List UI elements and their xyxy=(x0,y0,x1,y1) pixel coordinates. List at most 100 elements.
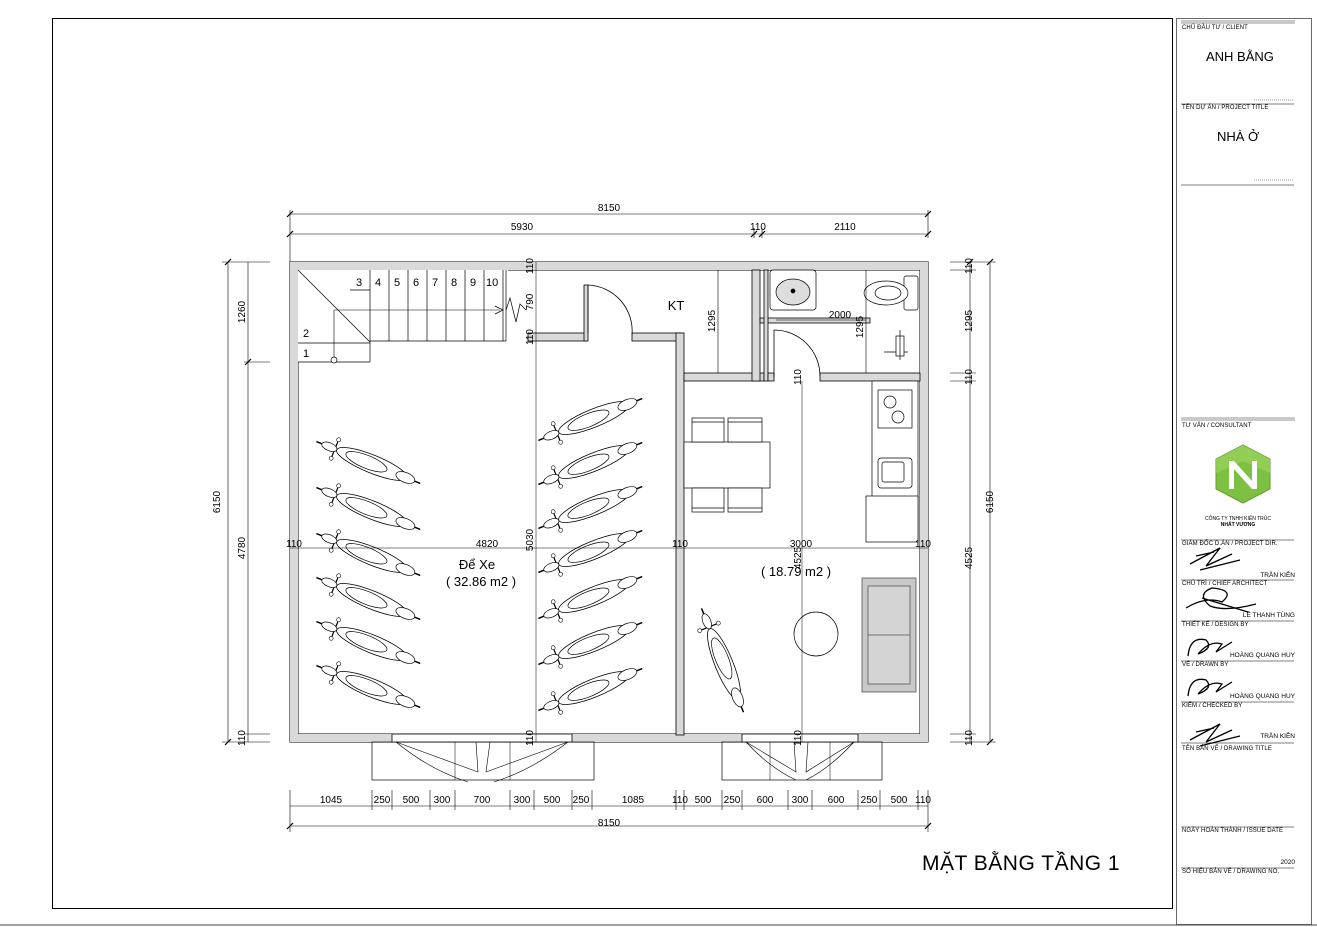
signature-5 xyxy=(1189,723,1241,747)
step-10: 10 xyxy=(486,277,498,289)
interior-walls xyxy=(527,269,921,736)
step-2: 2 xyxy=(303,328,309,340)
drawn-by-name: HOÀNG QUANG HUY xyxy=(1229,693,1295,700)
checked-by-label: KIỂM / CHECKED BY xyxy=(1182,703,1243,709)
dim-110-bottom-right: 110 xyxy=(793,730,804,746)
checked-by-name: TRẦN KIÊN xyxy=(1260,733,1295,740)
client-label: CHỦ ĐẦU TƯ / CLIENT xyxy=(1182,25,1248,31)
drawn-by-label: VẼ / DRAWN BY xyxy=(1182,662,1229,668)
dim-bottom-12: 250 xyxy=(724,795,741,806)
dim-bottom-3: 500 xyxy=(403,795,420,806)
company-line-1: CÔNG TY TNHH KIẾN TRÚC xyxy=(1204,516,1272,522)
dim-110-stair-bottom: 110 xyxy=(525,329,536,345)
dining-table xyxy=(683,417,771,513)
dimension-text: 8150 5930 110 2110 1045 250 500 300 700 … xyxy=(212,203,996,829)
dim-bottom-1: 1045 xyxy=(320,795,343,806)
dim-790: 790 xyxy=(525,293,536,310)
step-3: 3 xyxy=(356,277,362,289)
dim-bottom-10: 110 xyxy=(672,795,688,806)
dim-right-overall: 6150 xyxy=(985,490,996,513)
wc-fixtures xyxy=(769,269,919,360)
floor-plan: 1 2 3 4 5 6 7 8 9 10 xyxy=(212,203,996,832)
chief-architect-label: CHỦ TRÌ / CHIEF ARCHITECT xyxy=(1182,581,1268,587)
shower-icon xyxy=(884,330,908,360)
staircase xyxy=(297,269,527,364)
dim-1295-kt: 1295 xyxy=(707,309,718,332)
step-8: 8 xyxy=(451,277,457,289)
round-table xyxy=(793,611,839,657)
issue-date-label: NGÀY HOÀN THÀNH / ISSUE DATE xyxy=(1182,828,1284,834)
signatures xyxy=(1185,547,1257,747)
signature-4 xyxy=(1187,678,1233,697)
dim-bottom-13: 600 xyxy=(757,795,774,806)
company-line-2: NHẤT VƯƠNG xyxy=(1220,522,1256,528)
kitchen-fixtures xyxy=(865,380,919,543)
axis-lines xyxy=(290,262,928,742)
dim-top-2: 110 xyxy=(750,222,766,233)
project-director-name: TRẦN KIÊN xyxy=(1260,572,1295,579)
room-parking-label: Để Xe xyxy=(459,557,495,572)
dim-3000: 3000 xyxy=(790,539,813,550)
room-kt-label: KT xyxy=(668,298,685,313)
dim-bottom-6: 300 xyxy=(514,795,531,806)
dim-left-3: 110 xyxy=(237,730,248,746)
dim-left-2: 4780 xyxy=(237,536,248,559)
dim-top-overall: 8150 xyxy=(598,203,621,214)
dim-top-1: 5930 xyxy=(511,222,534,233)
step-7: 7 xyxy=(432,277,438,289)
step-1: 1 xyxy=(303,348,309,360)
step-5: 5 xyxy=(394,277,400,289)
drawing-frame xyxy=(52,18,1173,909)
dim-4525-inner: 4525 xyxy=(793,546,804,569)
design-by-label: THIẾT KẾ / DESIGN BY xyxy=(1182,622,1249,628)
dim-bottom-2: 250 xyxy=(374,795,391,806)
dim-bottom-7: 500 xyxy=(544,795,561,806)
dim-110-mid: 110 xyxy=(672,539,688,550)
chief-architect-name: LÊ THANH TÙNG xyxy=(1242,612,1295,619)
room-living-area: ( 18.79 m2 ) xyxy=(761,564,831,579)
dim-bottom-4: 300 xyxy=(434,795,451,806)
step-6: 6 xyxy=(413,277,419,289)
dim-bottom-15: 600 xyxy=(828,795,845,806)
project-value: NHÀ Ở xyxy=(1217,129,1260,144)
room-parking-area: ( 32.86 m2 ) xyxy=(446,574,516,589)
dimension-lines xyxy=(222,210,996,832)
dim-left-overall: 6150 xyxy=(212,490,223,513)
project-label: TÊN DỰ ÁN / PROJECT TITLE xyxy=(1182,105,1269,111)
room-labels: KT Để Xe ( 32.86 m2 ) ( 18.79 m2 ) xyxy=(446,298,831,589)
dim-bottom-overall: 8150 xyxy=(598,818,621,829)
dim-bottom-14: 300 xyxy=(792,795,809,806)
drawing-title-label: TÊN BẢN VẼ / DRAWING TITLE xyxy=(1182,746,1272,752)
stair-step-labels: 1 2 3 4 5 6 7 8 9 10 xyxy=(303,277,498,360)
dim-5030: 5030 xyxy=(525,528,536,551)
client-value: ANH BẰNG xyxy=(1206,49,1274,64)
dim-right-3: 110 xyxy=(964,369,975,385)
dim-right-2: 1295 xyxy=(964,309,975,332)
toilet-icon xyxy=(863,275,919,311)
step-4: 4 xyxy=(375,277,381,289)
dim-110-wc: 110 xyxy=(793,369,804,385)
dim-bottom-16: 250 xyxy=(861,795,878,806)
dim-bottom-8: 250 xyxy=(573,795,590,806)
consultant-label: TƯ VẤN / CONSULTANT xyxy=(1182,423,1252,429)
dim-top-3: 2110 xyxy=(834,222,856,233)
signature-2 xyxy=(1185,587,1257,613)
dim-4820: 4820 xyxy=(476,539,499,550)
dim-1295-wc: 1295 xyxy=(855,315,866,338)
dim-bottom-18: 110 xyxy=(915,795,931,806)
dim-bottom-17: 500 xyxy=(891,795,908,806)
title-block-lines xyxy=(1181,20,1295,869)
project-director-label: GIÁM ĐỐC D.ÁN / PROJECT DIR. xyxy=(1182,541,1278,547)
drawing-no-label: SỐ HIỆU BẢN VẼ / DRAWING NO. xyxy=(1182,869,1280,875)
dim-bottom-5: 700 xyxy=(474,795,491,806)
signature-1 xyxy=(1189,547,1241,571)
company-logo-icon xyxy=(1215,444,1271,504)
dim-right-5: 110 xyxy=(964,730,975,746)
dim-110-right: 110 xyxy=(915,539,931,550)
dim-110-left: 110 xyxy=(286,539,302,550)
sofa xyxy=(861,577,917,693)
issue-year: 2020 xyxy=(1280,859,1295,866)
signature-3 xyxy=(1187,638,1233,657)
drawing-title: MẶT BẰNG TẦNG 1 xyxy=(922,852,1121,875)
